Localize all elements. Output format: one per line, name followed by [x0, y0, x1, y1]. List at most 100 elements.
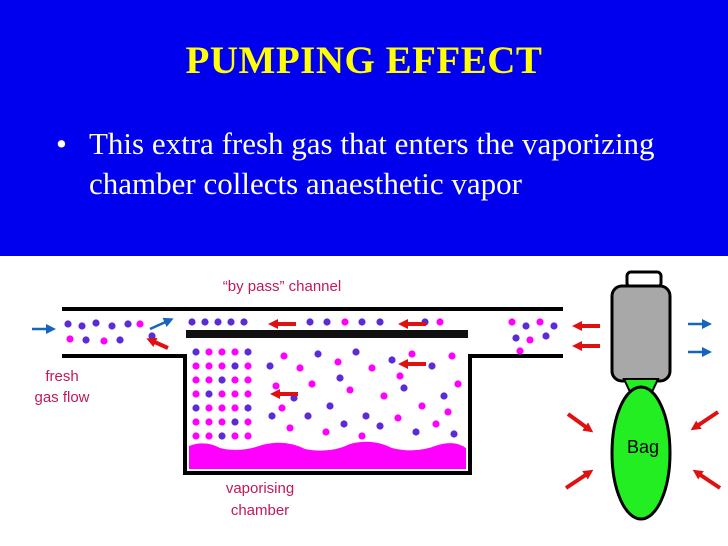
particle [412, 428, 420, 436]
slide-title: PUMPING EFFECT [185, 39, 543, 82]
particle [205, 376, 213, 384]
particle [192, 390, 200, 398]
particle [308, 380, 316, 388]
particle [268, 412, 276, 420]
particle [444, 408, 452, 416]
particle [440, 392, 448, 400]
particle [192, 362, 200, 370]
squeeze-arrow-icon [690, 410, 720, 431]
particle [376, 318, 384, 326]
particle [296, 364, 304, 372]
particle [218, 362, 226, 370]
particle [450, 430, 458, 438]
particle [358, 318, 366, 326]
particle [66, 335, 74, 343]
particle [148, 332, 156, 340]
particle [432, 420, 440, 428]
particle [278, 404, 286, 412]
particle [82, 336, 90, 344]
particle [231, 390, 239, 398]
squeeze-arrow-icon [566, 412, 594, 433]
particle [394, 414, 402, 422]
bag-assembly [610, 270, 672, 521]
particle [192, 432, 200, 440]
particle [244, 432, 252, 440]
particle [304, 412, 312, 420]
particle [306, 318, 314, 326]
particle [408, 350, 416, 358]
particle [352, 348, 360, 356]
particle [218, 390, 226, 398]
particle [512, 334, 520, 342]
particle [205, 362, 213, 370]
particle [205, 390, 213, 398]
bypass-channel [62, 307, 563, 475]
particle [231, 348, 239, 356]
flow-arrows [32, 317, 722, 490]
particle [192, 404, 200, 412]
particle [522, 322, 530, 330]
particle [188, 318, 196, 326]
particle [231, 418, 239, 426]
particle [205, 418, 213, 426]
particle [218, 348, 226, 356]
particle [244, 362, 252, 370]
particle [314, 350, 322, 358]
particle [64, 320, 72, 328]
particle [192, 376, 200, 384]
particle [334, 358, 342, 366]
particle [244, 390, 252, 398]
chamber-label-line2: chamber [231, 502, 289, 519]
particle [244, 376, 252, 384]
particle [516, 347, 524, 355]
particle [526, 336, 534, 344]
particle [290, 394, 298, 402]
particle [218, 432, 226, 440]
chamber-label-line1: vaporising [226, 480, 294, 497]
particle [214, 318, 222, 326]
particle [192, 418, 200, 426]
particle [536, 318, 544, 326]
particle [108, 322, 116, 330]
particle [322, 428, 330, 436]
particle [448, 352, 456, 360]
particle [436, 318, 444, 326]
fresh-gas-label-line1: fresh [45, 368, 78, 385]
particle [218, 376, 226, 384]
particle [418, 402, 426, 410]
particle [542, 332, 550, 340]
particle [508, 318, 516, 326]
particle [78, 322, 86, 330]
particle [358, 432, 366, 440]
squeeze-arrow-icon [564, 469, 594, 490]
pumping-effect-diagram: “by pass” channel fresh gas flow vaporis… [0, 256, 728, 546]
particle [380, 392, 388, 400]
particle [341, 318, 349, 326]
particle [400, 384, 408, 392]
particle [201, 318, 209, 326]
particle [136, 320, 144, 328]
particle [124, 320, 132, 328]
particle [227, 318, 235, 326]
particle [240, 318, 248, 326]
particle [336, 374, 344, 382]
particle [428, 362, 436, 370]
diagram-svg: “by pass” channel fresh gas flow vaporis… [32, 270, 722, 521]
particle [346, 386, 354, 394]
particle [116, 336, 124, 344]
particle [244, 404, 252, 412]
particle [368, 364, 376, 372]
squeeze-arrow-icon [692, 469, 722, 490]
particle [326, 402, 334, 410]
particle [244, 348, 252, 356]
bullet-text: This extra fresh gas that enters the vap… [89, 126, 655, 201]
particle [92, 319, 100, 327]
particle [286, 424, 294, 432]
particle [192, 348, 200, 356]
particle [231, 432, 239, 440]
bag-label: Bag [627, 437, 659, 457]
chamber-baffle [186, 330, 468, 338]
particle [323, 318, 331, 326]
inflow-arrow-icon [149, 317, 174, 331]
bullet-marker: • [56, 126, 67, 161]
